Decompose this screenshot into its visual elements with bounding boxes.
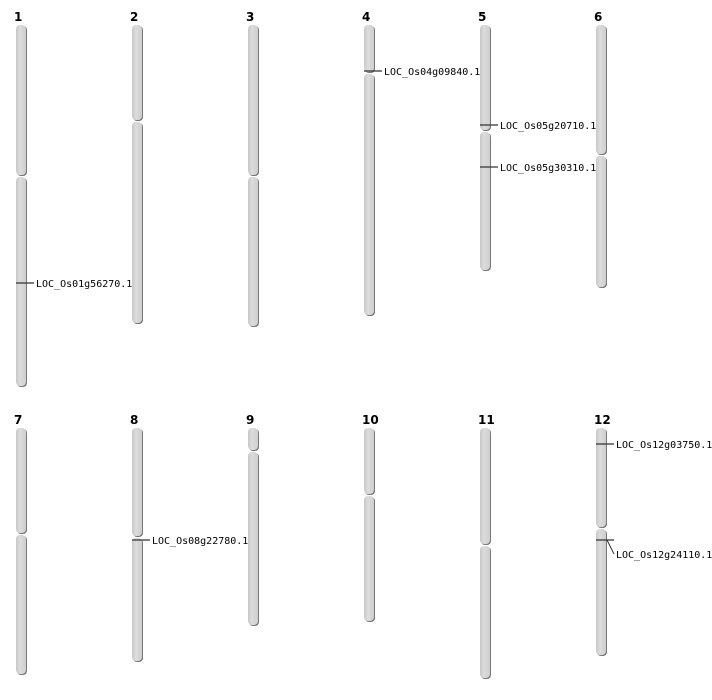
chromosome-label: 10 — [362, 413, 379, 427]
chromosome-2[interactable]: 2 — [130, 10, 143, 324]
chromosome-11[interactable]: 11 — [478, 413, 495, 679]
p-arm — [248, 25, 258, 175]
chromosome-label: 4 — [362, 10, 370, 24]
gene-label[interactable]: LOC_Os12g03750.1 — [616, 440, 712, 451]
p-arm — [364, 25, 374, 72]
chromosome-9[interactable]: 9 — [246, 413, 259, 626]
chromosome-label: 5 — [478, 10, 486, 24]
q-arm — [596, 529, 606, 655]
chromosome-label: 7 — [14, 413, 22, 427]
p-arm — [132, 428, 142, 536]
p-arm — [480, 428, 490, 544]
p-arm — [480, 25, 490, 130]
chromosome-6[interactable]: 6 — [594, 10, 607, 288]
q-arm — [596, 156, 606, 287]
marker-leader — [606, 539, 615, 555]
q-arm — [132, 538, 142, 661]
gene-label[interactable]: LOC_Os05g20710.1 — [500, 121, 596, 132]
q-arm — [480, 546, 490, 678]
q-arm — [132, 122, 142, 323]
q-arm — [248, 177, 258, 326]
gene-label[interactable]: LOC_Os01g56270.1 — [36, 279, 132, 290]
p-arm — [596, 428, 606, 527]
q-arm — [16, 535, 26, 674]
q-arm — [364, 496, 374, 621]
chromosome-3[interactable]: 3 — [246, 10, 259, 327]
chromosome-label: 12 — [594, 413, 611, 427]
p-arm — [596, 25, 606, 154]
chromosome-label: 3 — [246, 10, 254, 24]
p-arm — [248, 428, 258, 450]
chromosome-label: 9 — [246, 413, 254, 427]
p-arm — [16, 25, 26, 175]
p-arm — [364, 428, 374, 494]
chromosome-10[interactable]: 10 — [362, 413, 379, 622]
chromosome-label: 6 — [594, 10, 602, 24]
p-arm — [132, 25, 142, 120]
chromosome-label: 8 — [130, 413, 138, 427]
gene-label[interactable]: LOC_Os05g30310.1 — [500, 163, 596, 174]
q-arm — [364, 74, 374, 315]
chromosome-label: 1 — [14, 10, 22, 24]
gene-label[interactable]: LOC_Os08g22780.1 — [152, 536, 248, 547]
p-arm — [16, 428, 26, 533]
chromosome-label: 11 — [478, 413, 495, 427]
q-arm — [480, 132, 490, 270]
chromosome-label: 2 — [130, 10, 138, 24]
q-arm — [248, 452, 258, 625]
chromosome-7[interactable]: 7 — [14, 413, 27, 675]
gene-label[interactable]: LOC_Os04g09840.1 — [384, 67, 480, 78]
gene-label[interactable]: LOC_Os12g24110.1 — [616, 550, 712, 561]
q-arm — [16, 177, 26, 386]
